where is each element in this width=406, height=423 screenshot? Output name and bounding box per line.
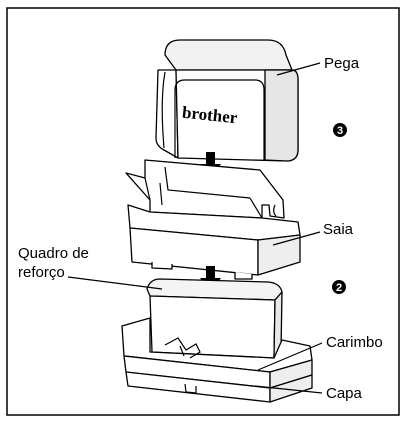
- leader-line-skirt: [272, 231, 321, 246]
- label-skirt: Saia: [323, 221, 354, 238]
- svg-text:3: 3: [337, 125, 343, 137]
- leader-line-frame: [67, 276, 163, 290]
- leader-line-stamp: [257, 342, 323, 371]
- reinforcement-frame-part: [146, 278, 283, 359]
- diagram-border: [6, 7, 400, 416]
- handle-part: brother: [155, 39, 299, 162]
- label-cap: Capa: [326, 385, 363, 402]
- svg-text:2: 2: [336, 282, 342, 294]
- skirt-part: [125, 159, 301, 280]
- label-frame-line1: Quadro de: [18, 245, 89, 262]
- leader-line-cap: [254, 385, 323, 394]
- step-number-3: 3: [333, 123, 347, 137]
- label-handle: Pega: [324, 55, 360, 72]
- leader-line-handle: [276, 62, 321, 76]
- label-stamp: Carimbo: [326, 334, 383, 351]
- step-number-2: 2: [332, 280, 346, 294]
- label-frame-line2: reforço: [18, 264, 65, 281]
